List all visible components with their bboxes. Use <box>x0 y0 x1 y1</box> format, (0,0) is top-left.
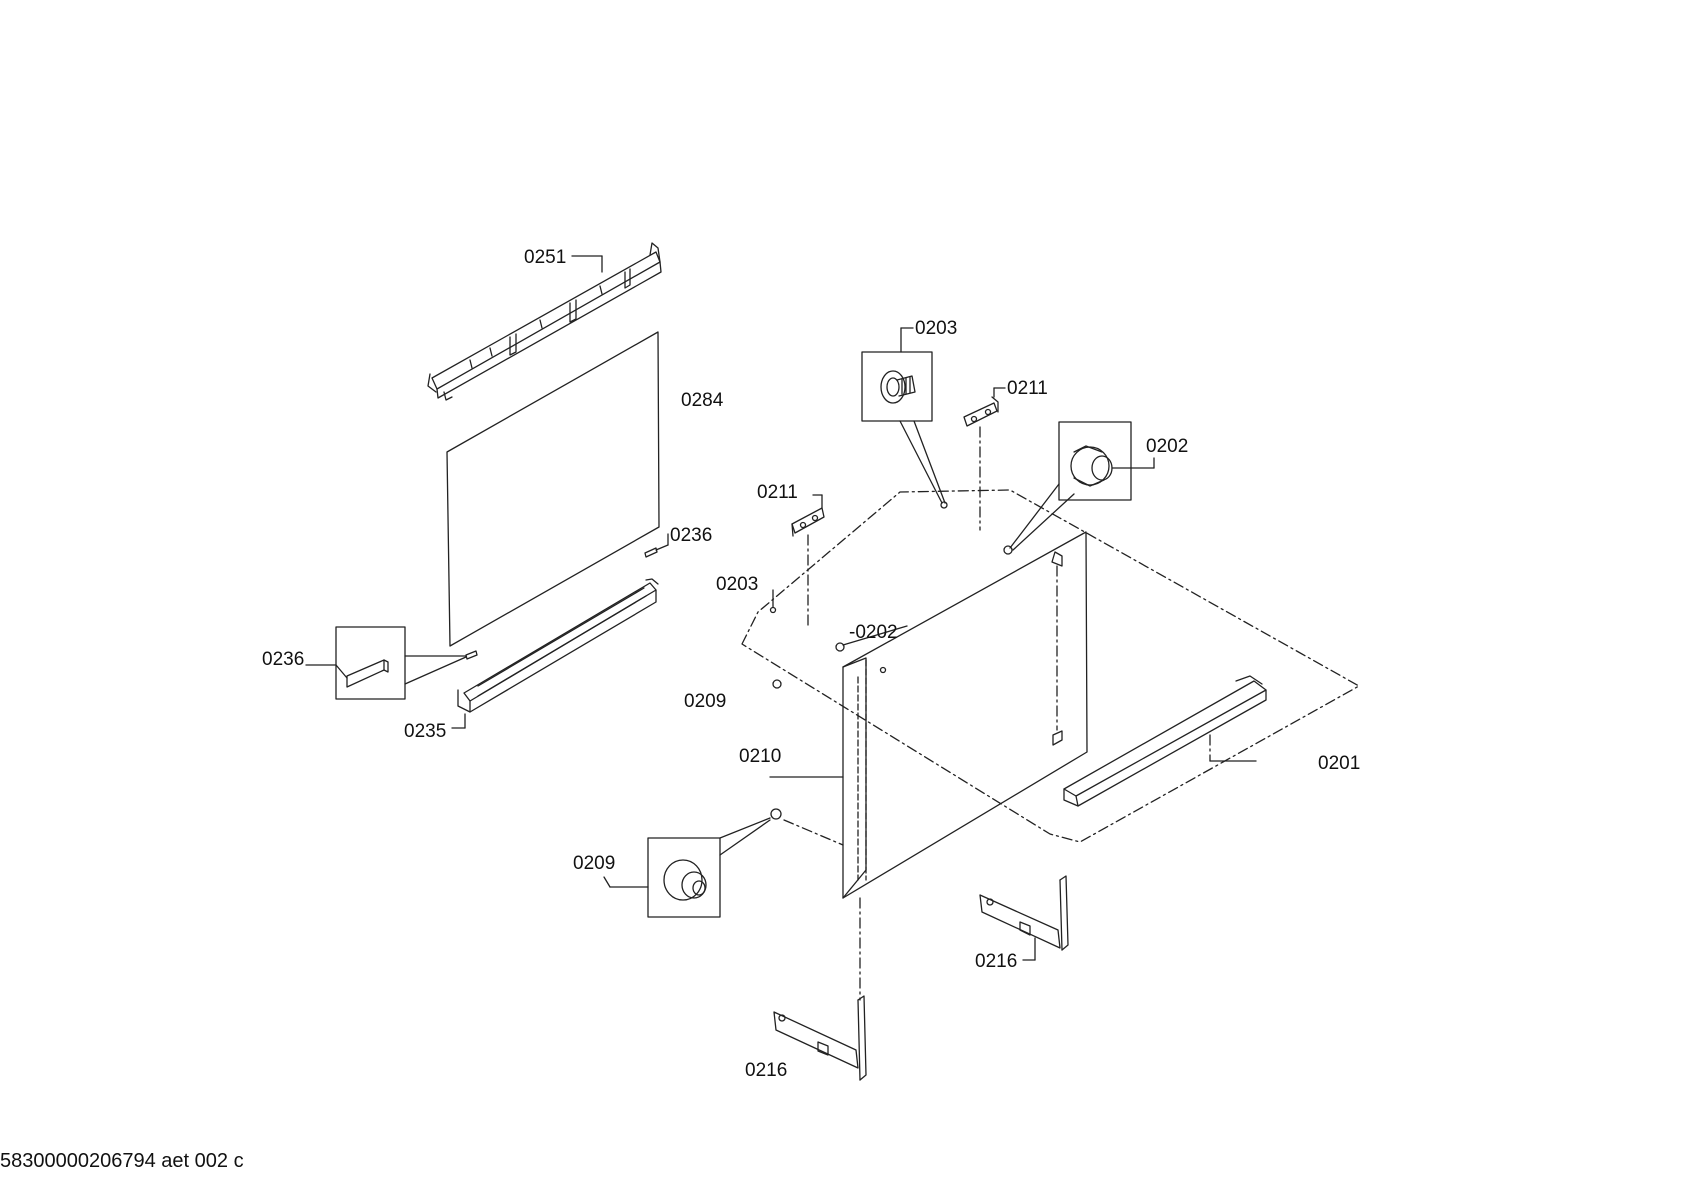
part-0203-screw-upper <box>940 501 948 509</box>
part-0203-screw-left <box>769 606 777 614</box>
part-0216-hinge-bottom <box>773 995 867 1081</box>
part-0202-detail-box-right <box>1058 421 1132 501</box>
part-0209-washer-detail <box>663 859 707 901</box>
part-0201-door-frame-outline <box>741 489 1360 843</box>
part-0203-detail-box-top <box>861 351 933 422</box>
part-0210-inner-panel <box>842 531 1088 899</box>
part-0202-cap-mid <box>835 642 845 652</box>
label-0203-top: 0203 <box>915 318 957 339</box>
label-0211-right: 0211 <box>1007 378 1048 399</box>
label-0203-left: 0203 <box>716 574 758 595</box>
part-0209-washer-lower <box>770 808 782 820</box>
part-0203-screw-detail <box>880 370 916 404</box>
label-0235: 0235 <box>404 721 446 742</box>
label-0210: 0210 <box>739 746 781 767</box>
part-0211-bracket-left <box>791 507 825 537</box>
part-0236-detail-box <box>335 626 406 700</box>
label-0251: 0251 <box>524 247 566 268</box>
part-0202-cap-upper <box>1003 545 1013 555</box>
drawing-id-footer: 58300000206794 aet 002 c <box>0 1150 244 1172</box>
part-0216-hinge-right <box>979 875 1069 951</box>
part-0235-lower-trim <box>457 578 659 713</box>
label-0216-bottom: 0216 <box>745 1060 787 1081</box>
label-0201: 0201 <box>1318 753 1360 774</box>
label-0216-right: 0216 <box>975 951 1017 972</box>
part-0209-detail-box <box>647 837 721 918</box>
part-0236-clip-lower <box>465 650 478 660</box>
part-0284-glass-pane <box>446 331 660 647</box>
label-0284: 0284 <box>681 390 724 411</box>
label-0202-right: 0202 <box>1146 436 1188 457</box>
part-0201-handle <box>1063 675 1267 807</box>
part-0202-cap-detail <box>1070 445 1113 487</box>
part-0209-washer-upper <box>772 679 782 689</box>
label-0236-top: 0236 <box>670 525 712 546</box>
part-0251-trim-strip <box>427 242 662 401</box>
label-0211-left: 0211 <box>757 482 798 503</box>
label-0202-mid: -0202 <box>849 622 898 643</box>
label-0209-top: 0209 <box>684 691 726 712</box>
part-0236-clip-upper <box>644 547 658 558</box>
label-0209-box: 0209 <box>573 853 615 874</box>
label-0236-box: 0236 <box>262 649 304 670</box>
part-0211-bracket-right <box>963 396 999 427</box>
